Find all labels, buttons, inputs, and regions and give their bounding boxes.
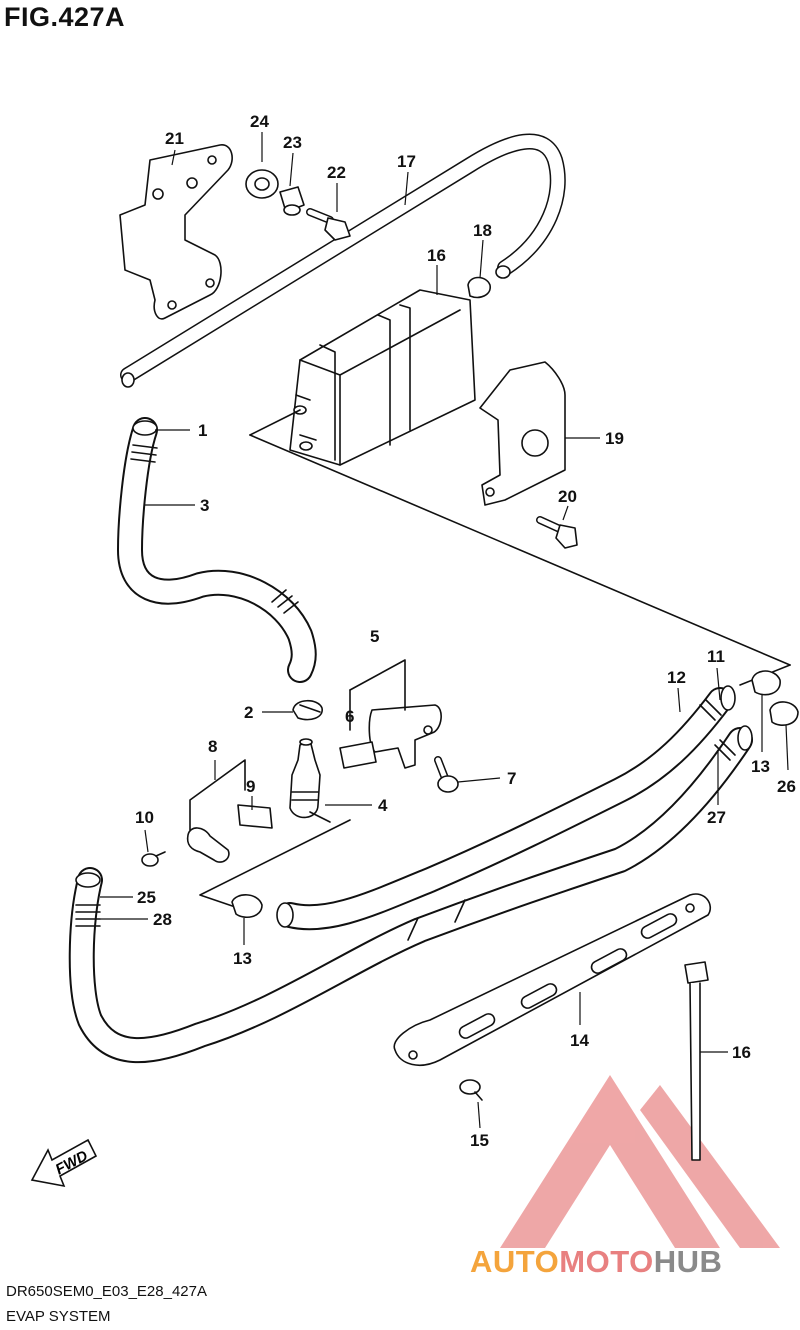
watermark-part-3: HUB (653, 1244, 723, 1279)
callout-1: 1 (198, 421, 207, 440)
callout-29: 28 (153, 910, 172, 929)
callout-5: 5 (370, 627, 379, 646)
watermark-part-1: AUTO (470, 1244, 560, 1279)
callout-20: 19 (605, 429, 624, 448)
callout-8: 8 (208, 737, 217, 756)
callout-10: 10 (135, 808, 154, 827)
watermark-text: AUTOMOTOHUB (470, 1244, 722, 1280)
callout-21: 20 (558, 487, 577, 506)
callout-13-left: 13 (233, 949, 252, 968)
watermark-logo-icon (500, 1075, 780, 1248)
callout-22: 21 (165, 129, 184, 148)
callout-6: 6 (345, 707, 354, 726)
callout-12: 12 (667, 668, 686, 687)
callout-19: 18 (473, 221, 492, 240)
callout-16: 16 (732, 1043, 751, 1062)
callout-15: 15 (470, 1131, 489, 1150)
callout-25: 24 (250, 112, 269, 131)
callout-28: 27 (707, 808, 726, 827)
callout-26: 25 (137, 888, 156, 907)
watermark-part-2: MOTO (559, 1244, 654, 1279)
figure-code: DR650SEM0_E03_E28_427A (6, 1283, 207, 1300)
callout-24: 23 (283, 133, 302, 152)
callout-13-right: 13 (751, 757, 770, 776)
callout-2: 2 (244, 703, 253, 722)
callout-4: 4 (378, 796, 388, 815)
fwd-arrow-icon: FWD (30, 1138, 98, 1188)
figure-title: FIG.427A (4, 2, 126, 32)
callout-9: 9 (246, 777, 255, 796)
callout-23: 22 (327, 163, 346, 182)
callout-17: 16 (427, 246, 446, 265)
callout-11: 11 (707, 647, 725, 666)
callout-14: 14 (570, 1031, 589, 1050)
callout-18: 17 (397, 152, 416, 171)
callout-27: 26 (777, 777, 796, 796)
figure-caption: EVAP SYSTEM (6, 1308, 111, 1325)
callout-3: 3 (200, 496, 209, 515)
callout-7: 7 (507, 769, 516, 788)
